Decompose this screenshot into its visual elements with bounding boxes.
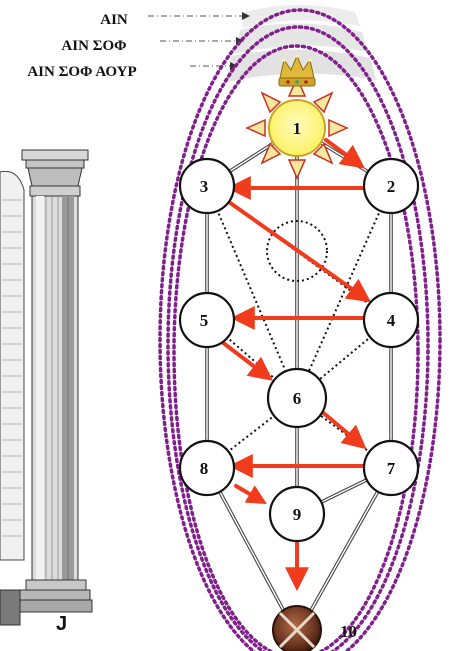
sephirah-2-label: 2 — [387, 177, 396, 196]
sephirah-6-label: 6 — [293, 389, 302, 408]
sephirah-4-label: 4 — [387, 311, 396, 330]
veil-label-ain-soph-aur: ΑΙΝ ΣΟΦ ΑΟΥΡ — [27, 64, 136, 80]
aura — [158, 8, 442, 651]
aura-inner — [172, 44, 420, 651]
sephirah-1-circle — [268, 99, 326, 157]
flash-3-4 — [224, 198, 372, 303]
flash-8-9 — [234, 484, 267, 505]
sephirah-9-label: 9 — [293, 505, 302, 524]
malkuth: 10 — [272, 605, 357, 651]
cross-icon — [278, 611, 316, 649]
sephirah-8-label: 8 — [200, 459, 209, 478]
sephirah-3-circle — [178, 157, 236, 215]
sephirah-2-circle — [362, 157, 420, 215]
flash-5-6 — [220, 340, 273, 381]
sephirah-7-label: 7 — [387, 459, 396, 478]
flash-6-7 — [318, 408, 367, 450]
crown-icon — [278, 54, 316, 87]
sephirah-8-circle — [178, 439, 236, 497]
pillar-label-j: J — [56, 613, 67, 635]
kether-sun: 1 — [245, 54, 349, 180]
pillar: J — [0, 149, 93, 635]
sephirah-3-label: 3 — [200, 177, 209, 196]
sephirah-5-label: 5 — [200, 311, 209, 330]
daath-circle — [266, 220, 328, 282]
lightning-flash — [220, 138, 372, 592]
flash-1-2 — [324, 138, 366, 169]
sephirah-1-label: 1 — [293, 119, 302, 138]
sephirah-10-label: 10 — [340, 622, 357, 641]
veil-labels: ΑΙΝ ΑΙΝ ΣΟΦ ΑΙΝ ΣΟΦ ΑΟΥΡ — [27, 12, 136, 80]
sephiroth-labels: 2 3 4 5 6 7 8 9 — [200, 177, 396, 524]
sephirah-4-circle — [362, 291, 420, 349]
veil-label-ain: ΑΙΝ — [100, 12, 128, 28]
sun-rays-icon — [245, 76, 349, 180]
aura-middle — [166, 25, 430, 651]
sephirah-5-circle — [178, 291, 236, 349]
sephirah-7-circle — [362, 439, 420, 497]
aura-outer — [158, 8, 442, 651]
sephirah-6-circle — [266, 367, 328, 429]
veil-label-ain-soph: ΑΙΝ ΣΟΦ — [61, 38, 126, 54]
sephirah-9-circle — [268, 485, 326, 543]
sephiroth — [178, 157, 420, 543]
veil-pointers — [148, 15, 244, 67]
veil-pointer-head-1 — [242, 12, 250, 20]
